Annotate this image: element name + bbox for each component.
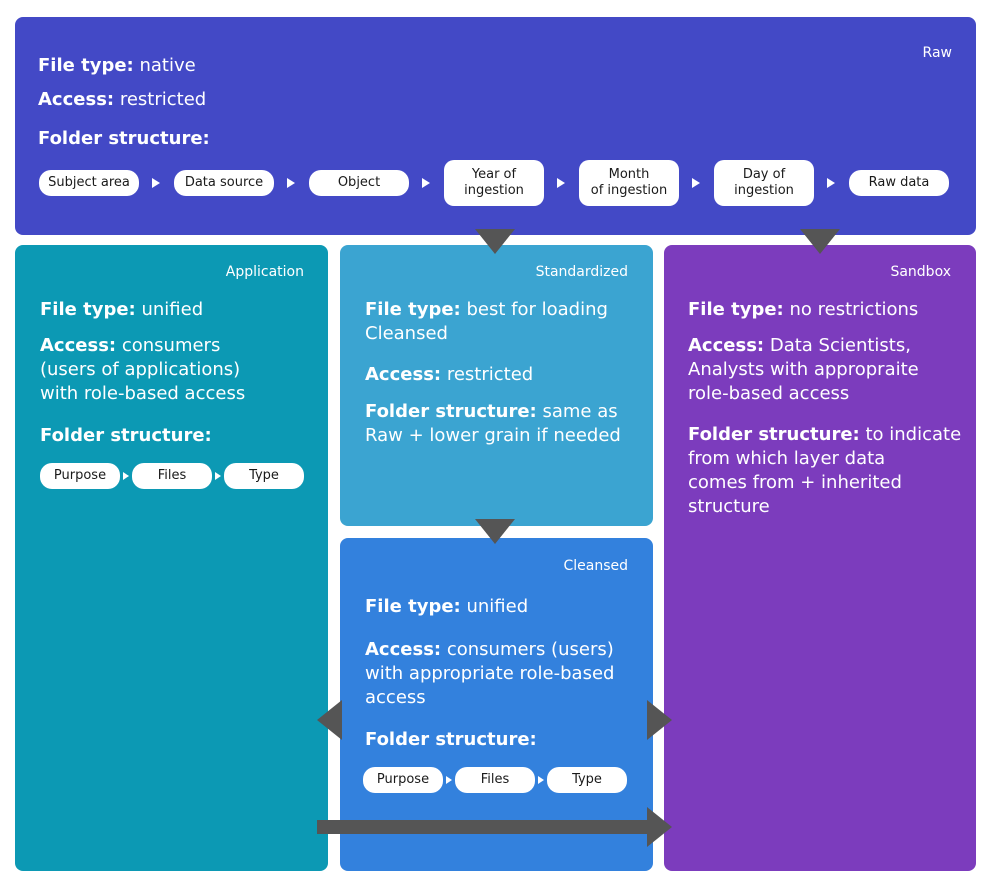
raw-access-value: restricted	[119, 89, 207, 110]
raw-folder-structure-label: Folder structure:	[38, 128, 210, 149]
raw-file-type-label: File type	[38, 55, 127, 76]
sandbox-folder-structure-line-3: comes from + inherited	[688, 472, 902, 493]
raw-path-month: Month of ingestion	[579, 160, 679, 206]
sandbox-folder-structure-line-4: structure	[688, 496, 770, 517]
standardized-zone-panel: Standardized File type: best for loading…	[340, 245, 653, 526]
application-path-arrow-1	[123, 472, 129, 480]
raw-path-subject-area: Subject area	[39, 170, 139, 196]
sandbox-access: Access: Data Scientists,	[688, 335, 911, 356]
cleansed-path-type: Type	[547, 767, 627, 793]
raw-path-arrow-2	[287, 178, 295, 188]
raw-file-type-value: native	[139, 55, 196, 76]
application-file-type-label: File type	[40, 299, 129, 320]
standardized-access: Access: restricted	[365, 364, 534, 385]
standardized-zone-tag: Standardized	[535, 264, 628, 280]
standardized-access-label: Access	[365, 364, 434, 385]
raw-path-arrow-1	[152, 178, 160, 188]
application-access-label: Access	[40, 335, 109, 356]
sandbox-file-type: File type: no restrictions	[688, 299, 919, 320]
raw-zone-tag: Raw	[922, 45, 952, 61]
application-zone-tag: Application	[225, 264, 304, 280]
cleansed-zone-panel: Cleansed File type: unified Access: cons…	[340, 538, 653, 871]
raw-to-sandbox-arrow	[800, 229, 840, 254]
application-access-line-3: with role-based access	[40, 383, 246, 404]
application-path-purpose: Purpose	[40, 463, 120, 489]
application-path-files: Files	[132, 463, 212, 489]
raw-file-type: File type: native	[38, 55, 196, 76]
cleansed-file-type-label: File type	[365, 596, 454, 617]
raw-path-object: Object	[309, 170, 409, 196]
sandbox-access-line-2: Analysts with appropraite	[688, 359, 919, 380]
standardized-file-type: File type: best for loading	[365, 299, 608, 320]
cleansed-path-files: Files	[455, 767, 535, 793]
application-access-line-2: (users of applications)	[40, 359, 241, 380]
application-to-sandbox-arrow-head	[647, 807, 672, 847]
application-path-type: Type	[224, 463, 304, 489]
sandbox-folder-structure: Folder structure: to indicate	[688, 424, 962, 445]
standardized-to-cleansed-arrow	[475, 519, 515, 544]
cleansed-to-sandbox-arrow	[647, 700, 672, 740]
raw-access-label: Access	[38, 89, 107, 110]
sandbox-zone-panel: Sandbox File type: no restrictions Acces…	[664, 245, 976, 871]
raw-path-data-source: Data source	[174, 170, 274, 196]
raw-path-arrow-6	[827, 178, 835, 188]
cleansed-to-application-arrow	[317, 700, 342, 740]
standardized-folder-structure-line-2: Raw + lower grain if needed	[365, 425, 621, 446]
raw-path-day: Day of ingestion	[714, 160, 814, 206]
application-access: Access: consumers	[40, 335, 221, 356]
raw-path-arrow-3	[422, 178, 430, 188]
cleansed-access-line-2: with appropriate role-based	[365, 663, 615, 684]
raw-path-year: Year of ingestion	[444, 160, 544, 206]
application-file-type-value: unified	[141, 299, 204, 320]
cleansed-zone-tag: Cleansed	[563, 558, 628, 574]
application-to-sandbox-arrow-shaft	[317, 820, 649, 834]
cleansed-path-arrow-2	[538, 776, 544, 784]
raw-path-arrow-5	[692, 178, 700, 188]
cleansed-file-type: File type: unified	[365, 596, 529, 617]
sandbox-file-type-label: File type	[688, 299, 777, 320]
sandbox-access-label: Access	[688, 335, 757, 356]
cleansed-access-label: Access	[365, 639, 434, 660]
standardized-file-type-label: File type	[365, 299, 454, 320]
raw-path-arrow-4	[557, 178, 565, 188]
raw-zone-panel: Raw File type: native Access: restricted…	[15, 17, 976, 235]
cleansed-access-line-3: access	[365, 687, 426, 708]
raw-to-standardized-arrow	[475, 229, 515, 254]
raw-access: Access: restricted	[38, 89, 207, 110]
sandbox-zone-tag: Sandbox	[890, 264, 951, 280]
application-folder-structure-label: Folder structure:	[40, 425, 212, 446]
cleansed-path-purpose: Purpose	[363, 767, 443, 793]
sandbox-folder-structure-line-2: from which layer data	[688, 448, 886, 469]
application-file-type: File type: unified	[40, 299, 204, 320]
sandbox-access-line-3: role-based access	[688, 383, 850, 404]
application-path-arrow-2	[215, 472, 221, 480]
application-zone-panel: Application File type: unified Access: c…	[15, 245, 328, 871]
cleansed-folder-structure-label: Folder structure:	[365, 729, 537, 750]
cleansed-path-arrow-1	[446, 776, 452, 784]
cleansed-access: Access: consumers (users)	[365, 639, 614, 660]
raw-path-raw-data: Raw data	[849, 170, 949, 196]
standardized-file-type-line-2: Cleansed	[365, 323, 448, 344]
standardized-folder-structure: Folder structure: same as	[365, 401, 618, 422]
